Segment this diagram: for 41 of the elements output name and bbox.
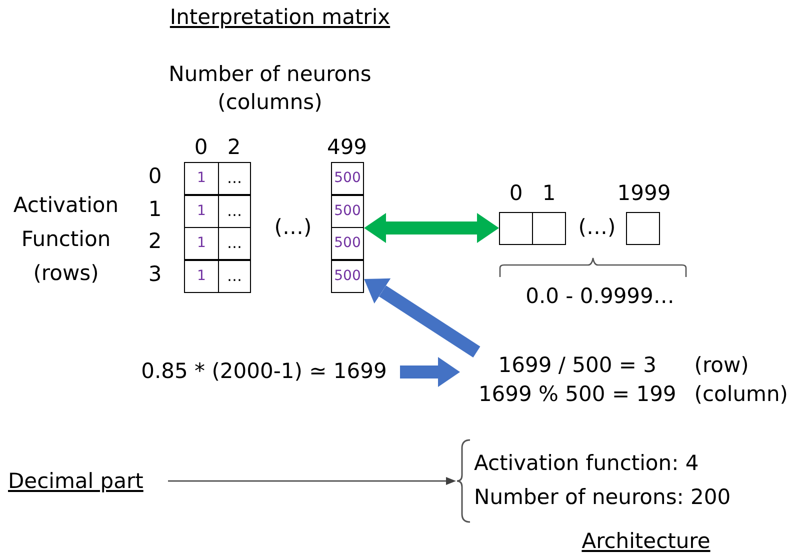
- matrix-cell: 1: [184, 162, 219, 195]
- arrow: [168, 477, 456, 485]
- matrix-cell: 500: [331, 227, 364, 260]
- diagram-title: Interpretation matrix: [168, 4, 392, 30]
- arrow: [400, 357, 460, 387]
- matrix-cell: 1: [184, 227, 219, 260]
- formula-text: 1699 / 500 = 3: [497, 352, 658, 379]
- arrow: [364, 213, 499, 243]
- row-column-note: (row): [694, 352, 750, 379]
- index-label: 3: [147, 260, 163, 288]
- index-label: 499: [326, 134, 368, 161]
- section-heading: Decimal part: [8, 468, 144, 494]
- axis-label: Activation Function (rows): [12, 192, 120, 287]
- matrix-cell: 500: [331, 260, 364, 292]
- row-column-note: (column): [694, 381, 788, 408]
- matrix-cell: …: [218, 227, 251, 260]
- arrow: [364, 278, 480, 358]
- architecture-value: Number of neurons: 200: [474, 484, 731, 510]
- index-label: 1999: [616, 180, 672, 207]
- section-heading: Architecture: [580, 528, 712, 554]
- index-label: 2: [147, 228, 163, 255]
- axis-label: Number of neurons (columns): [168, 61, 372, 116]
- index-label: 1: [541, 180, 557, 207]
- index-label: 0: [508, 180, 524, 207]
- matrix-cell: …: [218, 194, 251, 228]
- formula-text: 1699 % 500 = 199: [478, 381, 676, 408]
- matrix-cell: 1: [184, 194, 219, 228]
- matrix-cell: 500: [331, 194, 364, 228]
- formula-text: 0.85 * (2000-1) ≃ 1699: [140, 358, 388, 384]
- matrix-cell: …: [218, 162, 251, 195]
- ellipsis-text: (…): [577, 214, 617, 241]
- index-label: 0: [147, 163, 163, 190]
- matrix-cell: …: [218, 260, 251, 292]
- range-label: 0.0 - 0.9999…: [524, 283, 676, 310]
- index-label: 1: [147, 196, 163, 222]
- matrix-cell: 1: [184, 260, 219, 292]
- matrix-cell: 500: [331, 162, 364, 195]
- index-label: 0: [193, 134, 209, 161]
- architecture-value: Activation function: 4: [474, 450, 699, 476]
- ellipsis-text: (…): [273, 214, 313, 241]
- index-label: 2: [226, 134, 242, 161]
